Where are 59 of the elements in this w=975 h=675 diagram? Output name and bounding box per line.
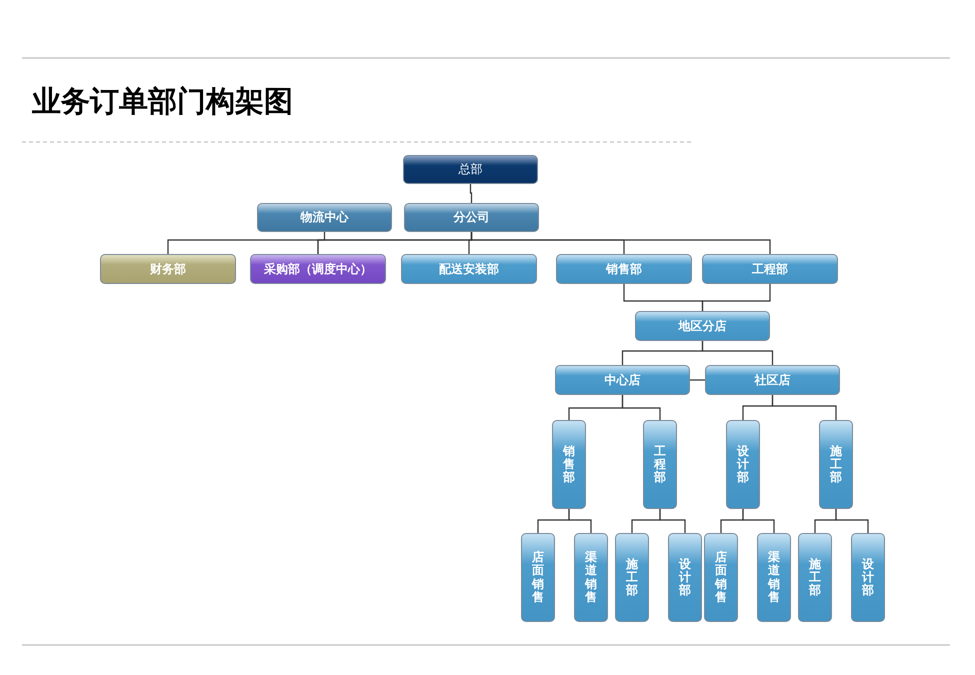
org-box — [403, 155, 538, 184]
org-box — [521, 533, 555, 622]
node-label: 店面销售 — [715, 551, 727, 604]
org-box — [556, 254, 692, 284]
org-box — [615, 533, 649, 622]
org-box — [401, 254, 537, 284]
connector-line — [622, 395, 661, 420]
node-label: 工程部 — [752, 260, 788, 278]
connector-line — [470, 232, 771, 254]
node-label: 销售部 — [606, 260, 642, 278]
node-label: 配送安装部 — [439, 260, 499, 278]
node-label: 渠道销售 — [768, 551, 780, 604]
node-label: 销售部 — [563, 444, 575, 484]
connector-line — [772, 395, 837, 420]
node-label: 中心店 — [604, 372, 640, 388]
node-label: 设计部 — [737, 444, 749, 484]
org-box — [726, 420, 760, 509]
connector-line — [702, 341, 774, 365]
node-label: 工程部 — [654, 444, 666, 484]
org-box — [819, 420, 853, 509]
connector-line — [470, 184, 472, 203]
node-label: 物流中心 — [300, 209, 348, 226]
org-box — [404, 203, 539, 232]
node-label: 施工部 — [809, 558, 821, 598]
connector-line — [568, 509, 592, 533]
org-box — [257, 203, 392, 232]
org-box — [100, 254, 236, 284]
org-box — [555, 365, 690, 395]
org-box — [643, 420, 677, 509]
connector-line — [690, 379, 705, 381]
node-label: 设计部 — [679, 558, 691, 598]
node-label: 社区店 — [754, 372, 790, 388]
org-box — [668, 533, 702, 622]
node-label: 渠道销售 — [585, 551, 597, 604]
node-label: 采购部（调度中心） — [264, 260, 372, 278]
node-label: 分公司 — [454, 209, 490, 226]
connector-line — [317, 232, 326, 254]
node-label: 设计部 — [862, 558, 874, 598]
org-box — [705, 365, 840, 395]
node-label: 施工部 — [830, 444, 842, 484]
org-box — [702, 254, 838, 284]
node-label: 施工部 — [626, 558, 638, 598]
node-label: 地区分店 — [678, 318, 726, 334]
org-box — [552, 420, 586, 509]
node-label: 店面销售 — [532, 551, 544, 604]
connector-line — [742, 509, 775, 533]
org-box — [757, 533, 791, 622]
org-box — [635, 311, 770, 341]
page-title: 业务订单部门构架图 — [32, 83, 293, 120]
node-label: 财务部 — [150, 260, 186, 278]
connector-line — [835, 509, 869, 533]
connector-line — [702, 284, 771, 311]
org-box — [851, 533, 885, 622]
org-box — [250, 254, 386, 284]
node-label: 总部 — [458, 161, 482, 178]
connector-line — [659, 509, 686, 533]
org-box — [574, 533, 608, 622]
org-box — [798, 533, 832, 622]
org-box — [704, 533, 738, 622]
